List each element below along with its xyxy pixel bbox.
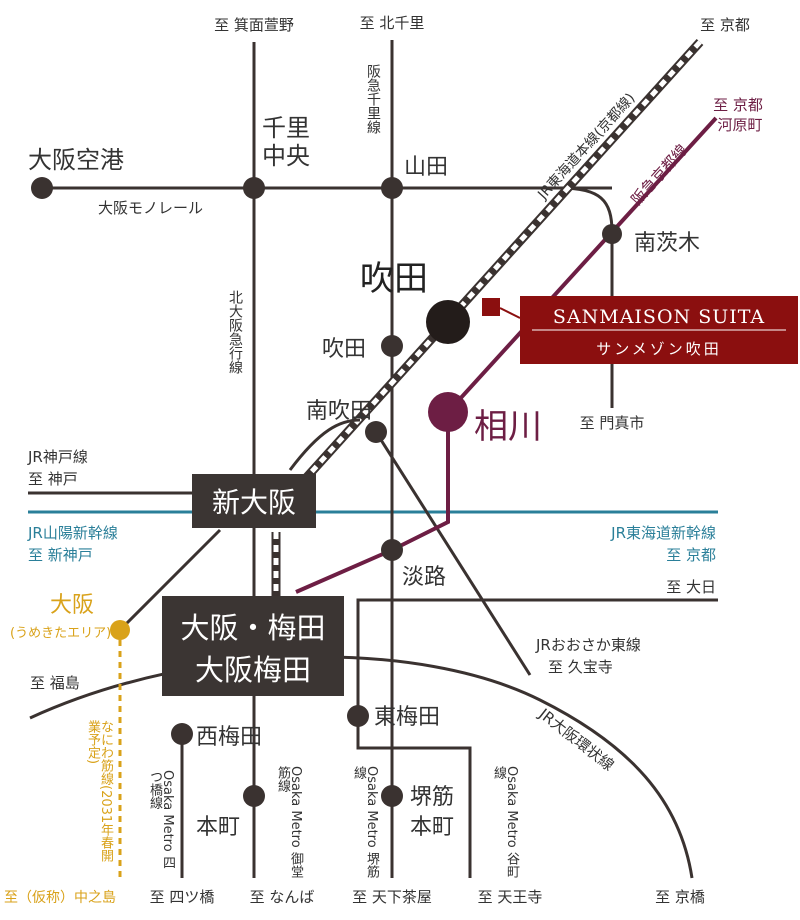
label-sakaisuji-metro: Osaka Metro 堺筋線 — [351, 766, 379, 878]
label-dest-tennoji: 至 天王寺 — [478, 888, 543, 906]
shin-osaka-box — [192, 474, 316, 528]
label-dest-minoh: 至 箕面萱野 — [214, 16, 294, 34]
station-yamada — [381, 177, 403, 199]
label-osaka-higashi-line: JRおおさか東線 — [535, 636, 641, 654]
label-dest-shinkobe: 至 新神戸 — [28, 546, 93, 564]
label-dest-kadoma: 至 門真市 — [580, 414, 645, 432]
label-umekita: (うめきたエリア) — [10, 626, 111, 641]
label-sakaisuji-honmachi-1: 堺筋 — [410, 785, 454, 810]
label-naniwasuji-line: なにわ筋線(2031年春開業予定) — [85, 720, 113, 863]
tanimachi-line — [356, 718, 472, 878]
label-dest-kyoto-jr: 至 京都 — [700, 16, 750, 34]
property-name-ja: サンメゾン吹田 — [596, 340, 722, 358]
label-dest-kobe-line: JR神戸線 — [27, 448, 88, 466]
label-dest-kobe: 至 神戸 — [28, 470, 78, 488]
label-senri-chuo-2: 中央 — [262, 142, 310, 170]
label-dest-kawaramachi-1: 至 京都 — [713, 96, 763, 114]
station-osaka-jr — [110, 620, 130, 640]
property-marker — [482, 298, 500, 316]
label-tokaido-shinkansen: JR東海道新幹線 — [610, 524, 716, 542]
station-aikawa — [428, 392, 468, 432]
station-nishi-umeda — [171, 723, 193, 745]
station-honmachi — [243, 785, 265, 807]
label-dest-yotsubashi: 至 四ツ橋 — [150, 888, 215, 906]
label-yamada: 山田 — [404, 155, 448, 180]
label-shin-osaka: 新大阪 — [212, 486, 296, 519]
label-dest-fukushima: 至 福島 — [30, 674, 80, 692]
label-umeda-1: 大阪・梅田 — [180, 611, 325, 645]
label-dest-kitasenri: 至 北千里 — [360, 14, 425, 32]
label-yotsubashi-metro: Osaka Metro 四つ橋線 — [147, 770, 175, 869]
osaka-higashi-line — [288, 418, 361, 471]
label-minami-suita: 南吹田 — [306, 399, 372, 424]
station-suita-main — [426, 300, 470, 344]
label-aikawa: 相川 — [474, 407, 542, 447]
station-higashi-umeda — [347, 705, 369, 727]
label-dest-dainichi: 至 大日 — [666, 578, 716, 596]
station-sakaisuji-honmachi — [381, 785, 403, 807]
label-sanyo-line: JR山陽新幹線 — [27, 524, 118, 542]
label-midosuji-metro: Osaka Metro 御堂筋線 — [275, 766, 303, 878]
property-name-en: SANMAISON SUITA — [553, 306, 765, 328]
umeda-box — [162, 596, 344, 696]
jr-kyoto-osaka — [118, 528, 222, 632]
osaka-higashi-line-2 — [374, 431, 532, 676]
label-hankyu-senri-line: 阪急千里線 — [365, 64, 381, 134]
station-awaji — [381, 539, 403, 561]
label-dest-kawaramachi-2: 河原町 — [717, 116, 762, 134]
station-minami-suita — [365, 421, 387, 443]
label-honmachi: 本町 — [196, 815, 240, 840]
label-jr-tokaido-line: JR東海道本線(京都線) — [534, 90, 638, 203]
label-nishi-umeda: 西梅田 — [196, 725, 262, 750]
label-umeda-2: 大阪梅田 — [195, 653, 311, 687]
station-senri-chuo — [243, 177, 265, 199]
label-osaka-jr: 大阪 — [50, 593, 94, 618]
station-suita-hankyu — [381, 335, 403, 357]
label-tanimachi-metro: Osaka Metro 谷町線 — [491, 766, 519, 878]
dainichi-line — [356, 598, 718, 718]
label-osaka-airport: 大阪空港 — [28, 146, 124, 174]
label-dest-tenjinbashi: 至 天下茶屋 — [352, 888, 432, 906]
label-minami-ibaraki: 南茨木 — [634, 231, 700, 256]
label-hankyu-kyoto-line: 阪急京都線 — [628, 141, 692, 209]
label-suita-main: 吹田 — [360, 259, 428, 299]
label-dest-namba: 至 なんば — [250, 888, 315, 906]
label-senri-chuo-1: 千里 — [262, 114, 310, 142]
label-sakaisuji-honmachi-2: 本町 — [410, 815, 454, 840]
station-minami-ibaraki — [602, 224, 622, 244]
property-connector — [499, 307, 521, 319]
station-osaka-airport — [31, 177, 53, 199]
label-kita-osaka-kyuko: 北大阪急行線 — [227, 290, 243, 374]
label-dest-kyuhoji: 至 久宝寺 — [548, 658, 613, 676]
label-dest-kyoto-shinkansen: 至 京都 — [666, 546, 716, 564]
label-dest-nakanoshima: 至（仮称）中之島 — [4, 890, 116, 906]
jr-tokaido-dash — [304, 40, 702, 480]
label-awaji: 淡路 — [402, 565, 446, 590]
label-dest-kyobashi: 至 京橋 — [655, 888, 705, 906]
label-suita-hankyu: 吹田 — [322, 337, 366, 362]
label-monorail: 大阪モノレール — [98, 199, 203, 217]
label-higashi-umeda: 東梅田 — [374, 705, 440, 730]
